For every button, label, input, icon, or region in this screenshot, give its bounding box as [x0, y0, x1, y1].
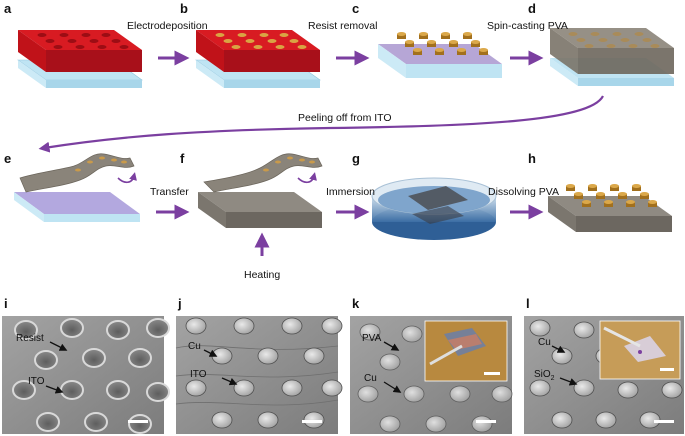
arrow-j-ito — [221, 377, 238, 386]
panel-label-h: h — [528, 151, 536, 166]
step-spin-casting: Spin-casting PVA — [487, 20, 568, 32]
annotation-l-sio2-subscript: 2 — [551, 375, 555, 382]
step-electrodeposition: Electrodeposition — [127, 20, 208, 32]
sem-image-l — [524, 316, 684, 434]
panel-label-f: f — [180, 151, 185, 166]
panel-label-i: i — [4, 296, 8, 311]
panel-label-d: d — [528, 1, 536, 16]
annotation-j-cu: Cu — [188, 341, 201, 352]
step-resist-removal: Resist removal — [308, 20, 377, 32]
arrow-k-pva — [383, 341, 400, 351]
panel-label-e: e — [4, 151, 11, 166]
step-heating: Heating — [244, 269, 280, 281]
arrow-j-cu — [203, 349, 218, 357]
panel-label-c: c — [352, 1, 359, 16]
sem-image-k — [350, 316, 513, 434]
step-peeling: Peeling off from ITO — [298, 112, 392, 124]
step-transfer: Transfer — [150, 186, 189, 198]
annotation-l-sio2-base: SiO — [534, 369, 551, 380]
arrow-l-cu — [551, 345, 566, 353]
panel-d-illustration — [550, 28, 674, 86]
sem-image-j — [175, 316, 343, 434]
panel-c-illustration — [378, 32, 502, 78]
arrow-l-sio2 — [559, 377, 578, 386]
arrow-i-ito — [45, 385, 64, 394]
annotation-l-sio2: SiO2 — [534, 369, 555, 382]
step-dissolving-pva: Dissolving PVA — [488, 186, 559, 198]
panel-e-illustration — [14, 153, 140, 222]
annotation-k-cu: Cu — [364, 373, 377, 384]
annotation-k-pva: PVA — [362, 333, 382, 344]
panel-label-k: k — [352, 296, 360, 311]
annotation-i-ito: ITO — [28, 376, 45, 387]
panel-g-illustration — [371, 177, 497, 240]
annotation-j-ito: ITO — [190, 369, 207, 380]
annotation-i-resist: Resist — [16, 333, 44, 344]
sem-image-i — [2, 316, 170, 434]
arrow-i-resist — [49, 341, 68, 351]
panel-a-illustration — [17, 30, 143, 88]
panel-label-l: l — [526, 296, 530, 311]
panel-label-b: b — [180, 1, 188, 16]
arrow-d-e — [38, 95, 604, 153]
step-immersion: Immersion — [326, 186, 375, 198]
panel-f-illustration — [198, 153, 323, 256]
panel-label-a: a — [4, 1, 12, 16]
panel-h-illustration — [548, 184, 672, 232]
panel-label-j: j — [177, 296, 182, 311]
annotation-l-cu: Cu — [538, 337, 551, 348]
panel-b-illustration — [195, 30, 321, 88]
arrow-k-cu — [383, 381, 402, 393]
panel-label-g: g — [352, 151, 360, 166]
